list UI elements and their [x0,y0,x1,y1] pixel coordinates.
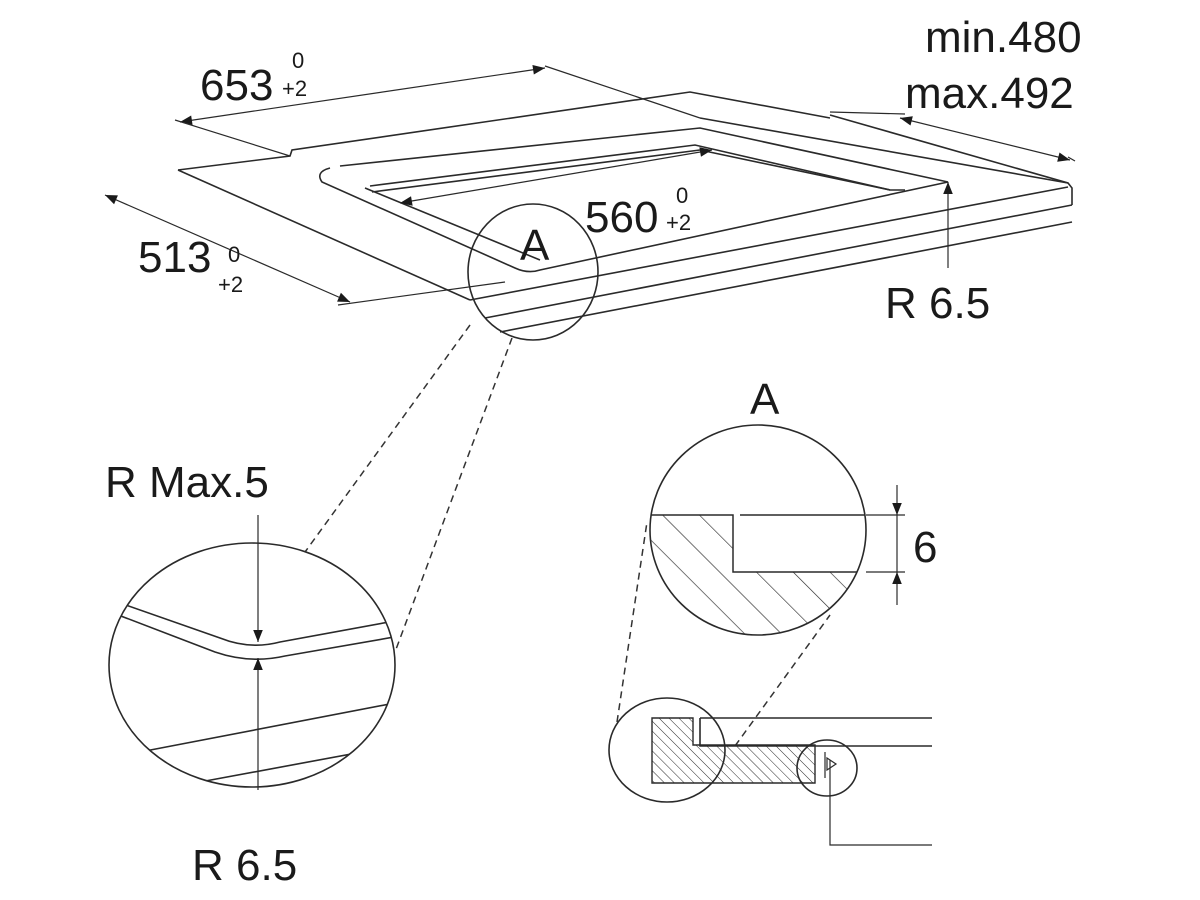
detail-leader-left [304,324,513,653]
dim-653-value: 653 [200,61,273,110]
detail-leader-right [616,521,831,747]
dimension-653: 653 0 +2 [174,48,701,157]
hob-outline [177,91,831,171]
dim-560-value: 560 [585,193,658,242]
dim-513-tol-upper: 0 [228,242,240,267]
detail-a-dim: 6 [913,523,937,572]
detail-marker-a: A [467,203,599,341]
dimension-worktop-depth: min.480 max.492 [829,13,1082,162]
dim-worktop-min: min.480 [925,13,1082,62]
detail-a-title: A [750,375,780,424]
dim-worktop-max: max.492 [905,69,1074,118]
detail-left-radius-bottom: R 6.5 [192,841,297,890]
worktop-front-edge [469,186,1069,301]
worktop-top-edge [829,114,1073,205]
detail-marker-label: A [520,221,550,270]
dim-560-tol-upper: 0 [676,183,688,208]
detail-left-radius-top: R Max.5 [105,458,269,507]
detail-left-corner: R Max.5 R 6.5 [105,458,396,890]
dim-653-tol-upper: 0 [292,48,304,73]
radius-top-label: R 6.5 [885,279,990,328]
dim-513-tol-lower: +2 [218,272,243,297]
dim-653-tol-lower: +2 [282,76,307,101]
dim-560-tol-lower: +2 [666,210,691,235]
cutout-outline [319,127,949,273]
dimension-560: 560 0 +2 [399,147,713,242]
dim-513-value: 513 [138,233,211,282]
detail-profile [608,697,932,846]
detail-a-section: A 6 [649,375,937,636]
radius-callout-top: R 6.5 [885,182,990,328]
dimension-513: 513 0 +2 [104,194,506,306]
